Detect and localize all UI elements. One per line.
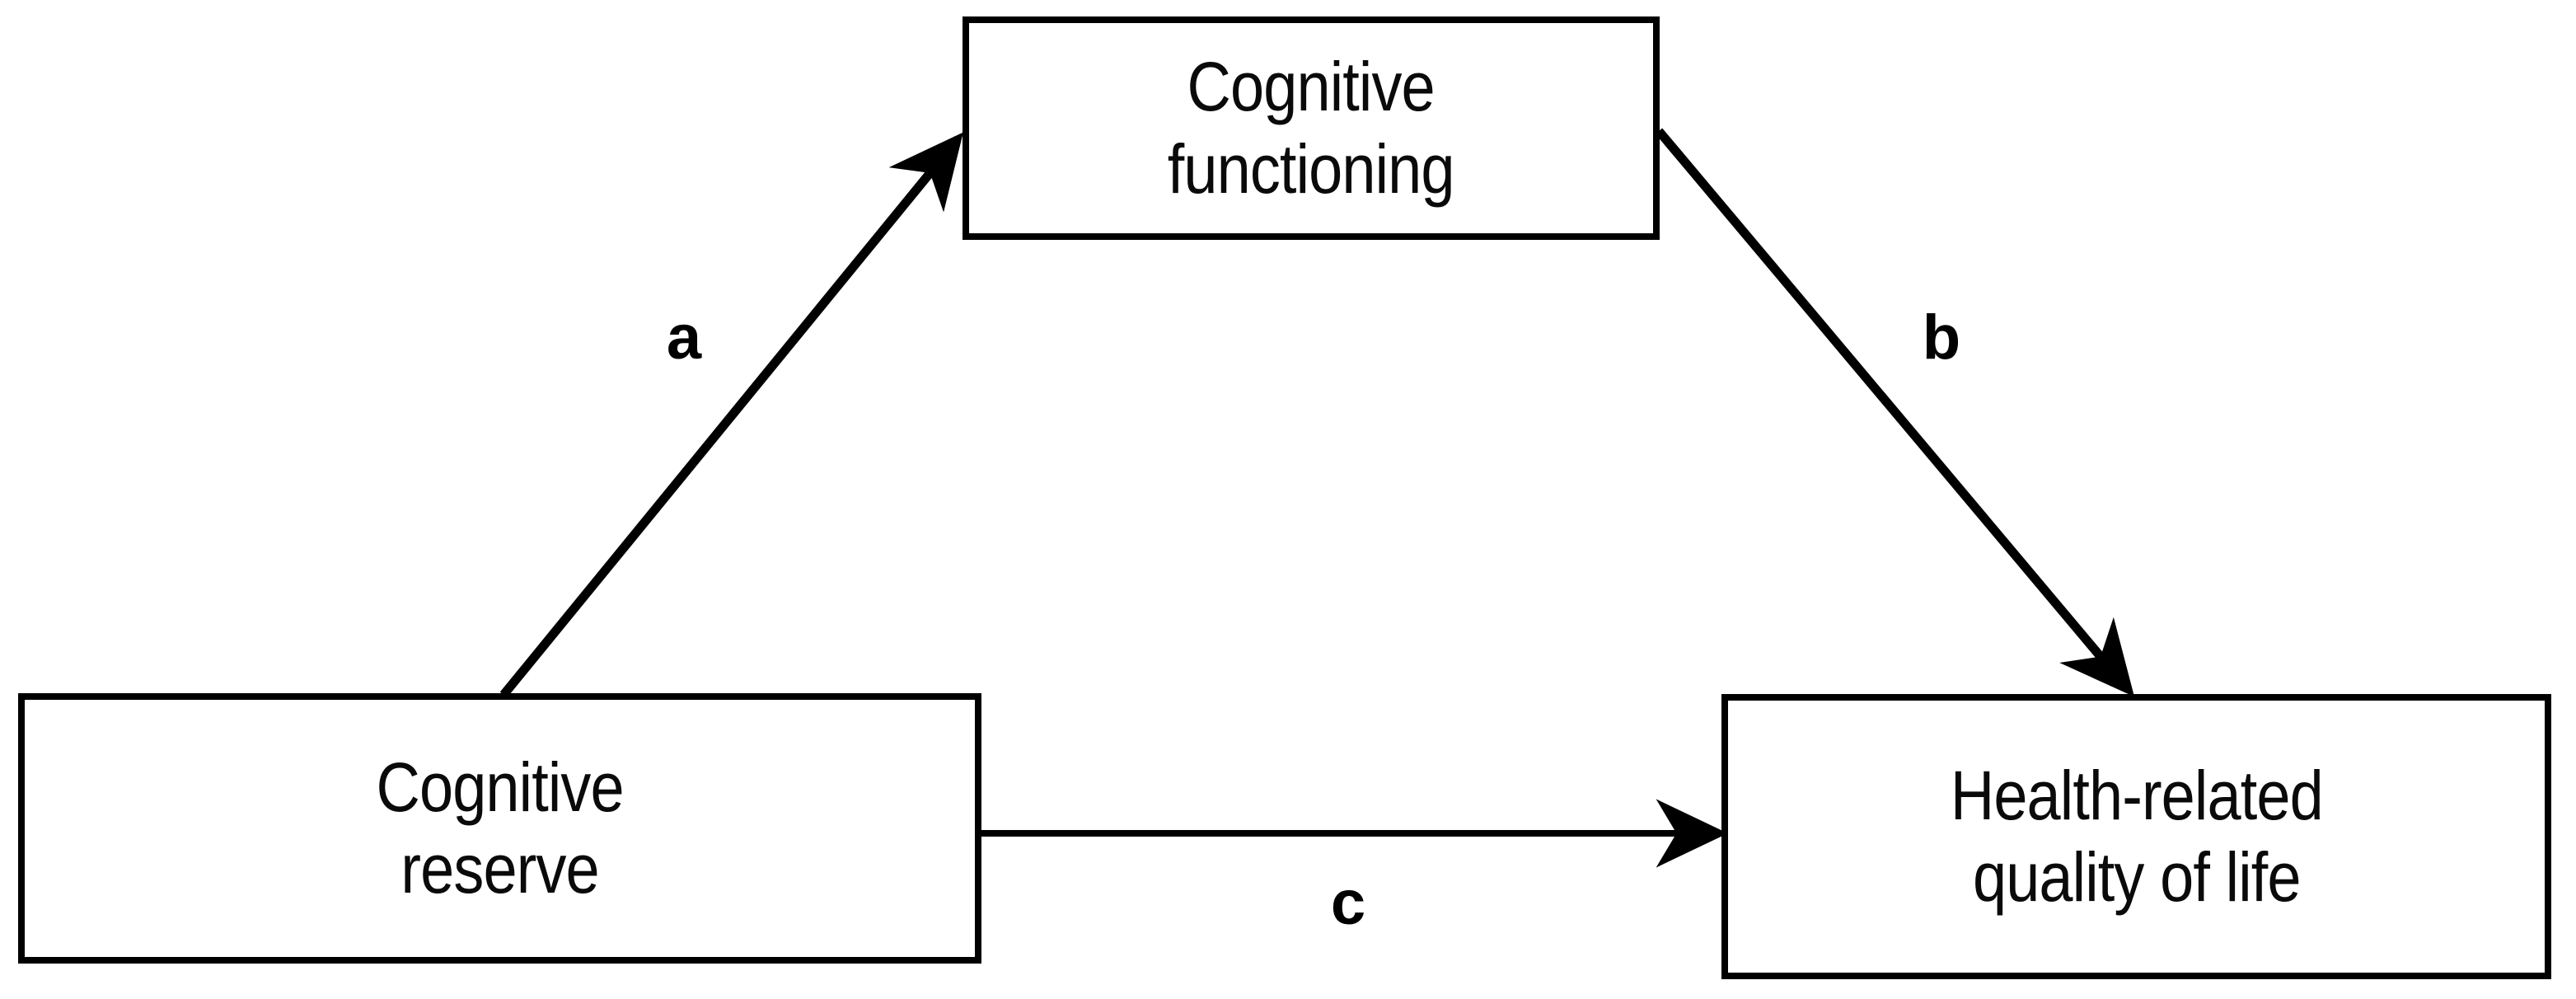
- arrow-path-a: [499, 132, 963, 698]
- path-label-c: c: [1330, 868, 1366, 938]
- node-cognitive-functioning: Cognitive functioning: [962, 16, 1660, 240]
- arrow-path-b: [1655, 128, 2135, 697]
- path-label-a: a: [666, 303, 702, 373]
- node-cognitive-reserve-label: Cognitive reserve: [376, 748, 624, 908]
- node-cognitive-functioning-label: Cognitive functioning: [1168, 48, 1455, 208]
- path-label-b: b: [1922, 303, 1961, 373]
- node-health-related-quality-of-life: Health-related quality of life: [1721, 694, 2551, 979]
- node-health-related-quality-of-life-label: Health-related quality of life: [1950, 756, 2324, 916]
- node-cognitive-reserve: Cognitive reserve: [18, 693, 981, 964]
